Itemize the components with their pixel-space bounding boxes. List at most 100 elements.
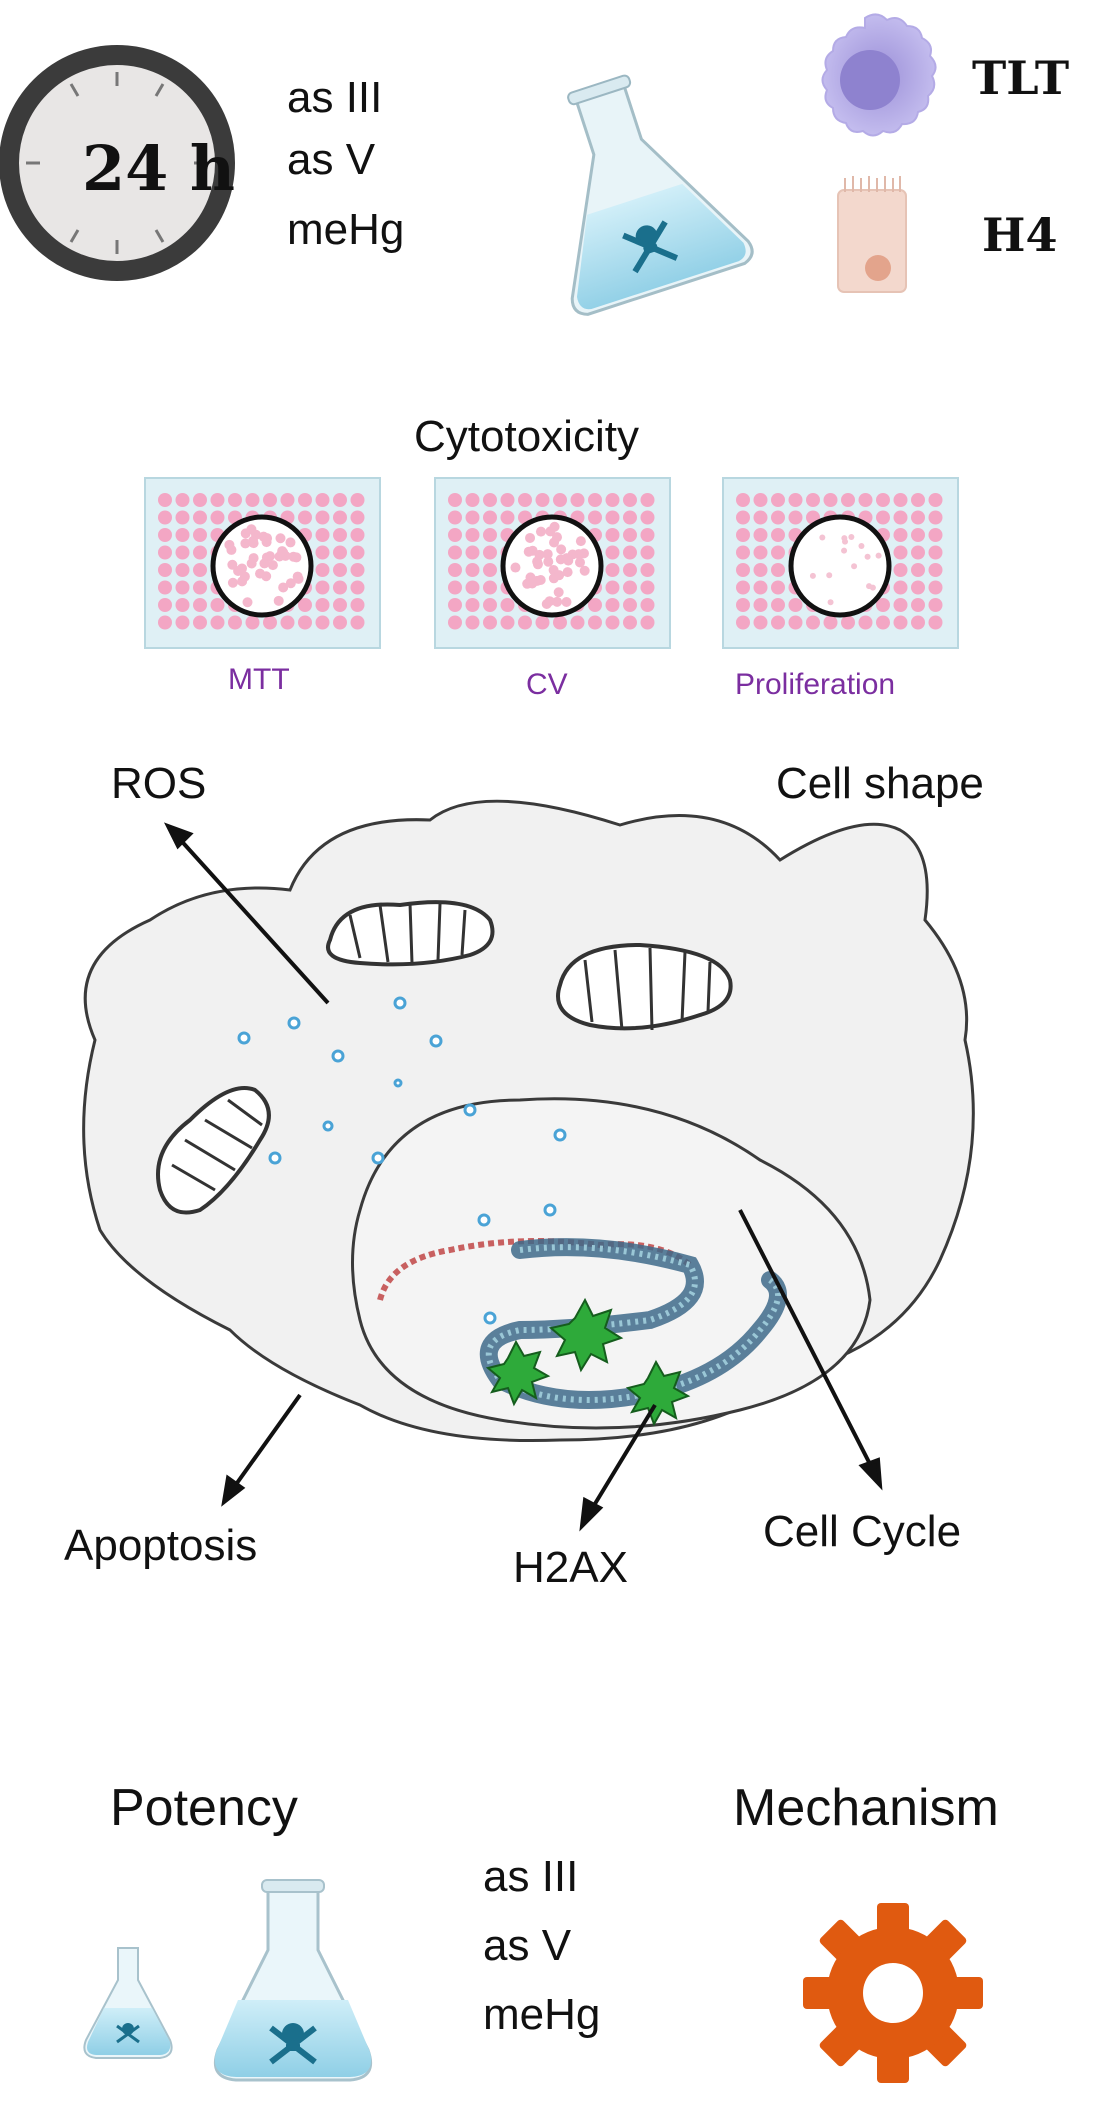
plate-well — [448, 545, 462, 560]
plate-well — [640, 580, 655, 595]
plate-well — [640, 563, 655, 577]
cell-dot — [827, 599, 834, 606]
plate-well — [535, 615, 550, 630]
cell-dot — [875, 552, 882, 559]
plate-well — [893, 493, 908, 507]
plate-well — [570, 493, 585, 507]
plate-well — [333, 615, 347, 630]
plate-well — [771, 598, 785, 612]
plate-well — [465, 493, 480, 507]
h2ax-arrow — [579, 1403, 657, 1532]
plate-well — [570, 615, 585, 630]
cell-dot — [262, 533, 273, 544]
plate-well — [623, 598, 637, 612]
plate-well — [771, 545, 785, 560]
plate-well — [193, 528, 207, 542]
plate-well — [298, 615, 312, 630]
h4-cell-icon — [837, 176, 907, 293]
cell-dot — [542, 549, 553, 560]
plate-well — [911, 598, 925, 612]
cell-dot — [534, 549, 545, 560]
plate-well — [623, 510, 637, 525]
cell-dot — [544, 596, 555, 607]
plate-well — [193, 598, 207, 612]
plate-well — [193, 580, 207, 595]
plate-well — [605, 563, 620, 577]
plate-well — [788, 493, 803, 507]
plate-well — [448, 563, 462, 577]
plate-well — [928, 615, 943, 630]
plate-well — [448, 528, 462, 542]
plate-well — [911, 615, 925, 630]
plate-well — [806, 615, 820, 630]
plate-well — [245, 615, 260, 630]
cell-dot — [246, 524, 257, 535]
plate-well — [893, 598, 908, 612]
cytotoxicity-title: Cytotoxicity — [414, 412, 639, 461]
plate-well — [841, 493, 855, 507]
plate-well — [333, 563, 347, 577]
cell-dot — [227, 559, 238, 570]
plate-well — [158, 580, 172, 595]
plate-well — [158, 510, 172, 525]
plate-well — [448, 493, 462, 507]
cell-dot — [291, 552, 302, 563]
plate-well — [911, 528, 925, 542]
plate-well — [911, 580, 925, 595]
plate-well — [483, 580, 497, 595]
plate-well — [911, 563, 925, 577]
plate-well — [333, 528, 347, 542]
cell-dot — [248, 535, 259, 546]
plate-well — [876, 598, 890, 612]
plate-well — [315, 615, 330, 630]
plate-well — [158, 615, 172, 630]
plate-well — [228, 493, 242, 507]
plate-well — [858, 493, 873, 507]
plate-well — [640, 598, 655, 612]
plate-well — [588, 598, 602, 612]
cell-dot — [545, 526, 556, 537]
plate-well — [315, 598, 330, 612]
cell-cycle-arrow — [738, 1209, 883, 1491]
plate-well — [623, 580, 637, 595]
plate-well — [605, 510, 620, 525]
plate-well — [518, 615, 532, 630]
clock-label: 24 h — [82, 132, 235, 205]
plate-well — [350, 580, 365, 595]
cell-dot — [274, 551, 285, 562]
assay-label-proliferation: Proliferation — [735, 668, 896, 701]
plate-well — [465, 563, 480, 577]
cell-dot — [264, 551, 275, 562]
plate-well — [333, 598, 347, 612]
plate-well — [158, 493, 172, 507]
plate-well — [911, 510, 925, 525]
plate-well — [928, 510, 943, 525]
plate-well — [928, 598, 943, 612]
plate-well — [483, 598, 497, 612]
plate-well — [158, 545, 172, 560]
plate-well — [350, 615, 365, 630]
plate-well — [893, 615, 908, 630]
plate-well — [858, 615, 873, 630]
plate-well — [350, 493, 365, 507]
plate-well — [315, 528, 330, 542]
plate-well — [280, 615, 295, 630]
chromatin-icon — [377, 1238, 787, 1427]
plate-well — [605, 615, 620, 630]
plate-well — [588, 510, 602, 525]
plate-well — [876, 615, 890, 630]
plate-well — [623, 615, 637, 630]
plate-well — [175, 545, 190, 560]
agent-label: as III — [287, 73, 383, 122]
plate-well — [605, 598, 620, 612]
plate-well — [753, 510, 768, 525]
plate-well — [465, 528, 480, 542]
plate-well — [753, 615, 768, 630]
plate-well — [771, 493, 785, 507]
clock-icon — [0, 45, 235, 281]
plate-well — [483, 510, 497, 525]
cell-dot — [809, 572, 816, 579]
plate-well — [263, 615, 277, 630]
cv-plate-icon — [434, 477, 671, 649]
plate-well — [535, 493, 550, 507]
